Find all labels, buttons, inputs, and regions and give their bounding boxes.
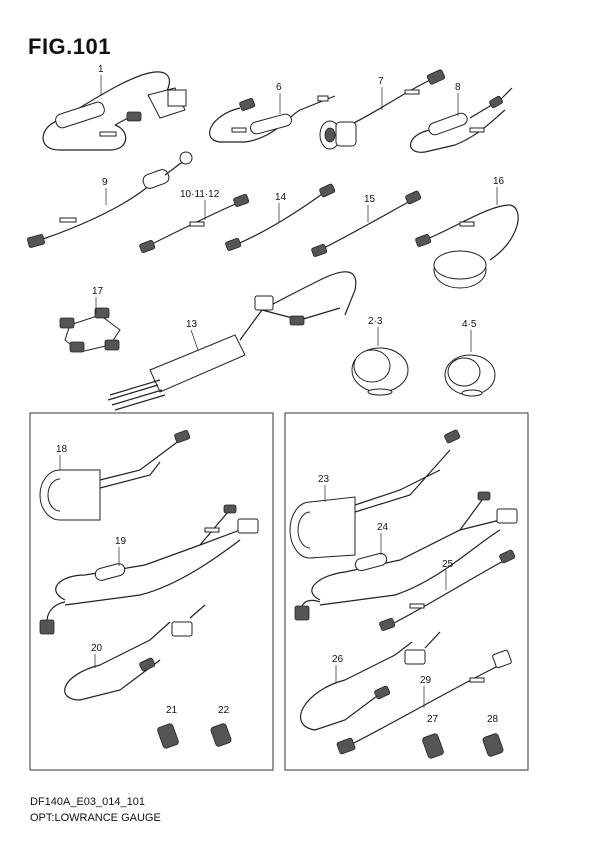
callout-23: 23 — [318, 474, 330, 485]
part-20-cable — [64, 604, 206, 701]
callout-24: 24 — [377, 522, 389, 533]
part-26-cable — [300, 631, 441, 731]
part-25-cable — [379, 549, 516, 631]
part-23-gauge — [289, 429, 461, 559]
part-16-gauge — [415, 204, 519, 289]
callout-19: 19 — [115, 536, 127, 547]
part-4-5-ring — [444, 354, 496, 397]
part-1-harness — [42, 71, 187, 151]
part-27-terminator — [422, 733, 444, 759]
part-6-cable — [209, 95, 336, 143]
part-29-cable — [336, 649, 512, 755]
part-14-cable — [225, 183, 336, 251]
callout-14: 14 — [275, 192, 287, 203]
callout-16: 16 — [493, 176, 505, 187]
diagram-code: DF140A_E03_014_101 — [30, 796, 145, 808]
callout-17: 17 — [92, 286, 104, 297]
callout-8: 8 — [455, 82, 461, 93]
part-9-cable — [27, 151, 193, 248]
right-group-frame — [284, 412, 529, 771]
part-22-terminator — [210, 723, 232, 747]
callout-22: 22 — [218, 705, 230, 716]
callout-18: 18 — [56, 444, 68, 455]
part-15-cable — [311, 190, 422, 257]
part-24-harness — [294, 491, 518, 621]
callout-27: 27 — [427, 714, 439, 725]
callout-9: 9 — [102, 177, 108, 188]
callout-29: 29 — [420, 675, 432, 686]
left-group-frame — [29, 412, 274, 771]
part-8-cable — [410, 87, 513, 153]
part-2-3-ring — [351, 347, 409, 396]
part-10-11-12-cable — [139, 194, 250, 253]
figure-title: FIG.101 — [28, 34, 111, 59]
part-13-interface-module — [107, 271, 357, 411]
callout-20: 20 — [91, 643, 103, 654]
callout-7: 7 — [378, 76, 384, 87]
callout-2-3: 2·3 — [368, 316, 383, 327]
callout-6: 6 — [276, 82, 282, 93]
callout-1: 1 — [98, 64, 104, 75]
callout-21: 21 — [166, 705, 178, 716]
part-7-sensor — [319, 69, 446, 150]
diagram-description: OPT:LOWRANCE GAUGE — [30, 812, 161, 824]
part-18-gauge — [39, 430, 191, 521]
callout-26: 26 — [332, 654, 344, 665]
callout-15: 15 — [364, 194, 376, 205]
part-28-terminator — [482, 733, 504, 757]
part-19-harness — [39, 504, 259, 635]
part-21-terminator — [157, 723, 179, 749]
part-17-tee-connector — [59, 307, 121, 353]
callout-4-5: 4·5 — [462, 319, 477, 330]
callout-28: 28 — [487, 714, 499, 725]
callout-13: 13 — [186, 319, 198, 330]
callout-10-11-12: 10·11·12 — [180, 189, 220, 200]
callout-25: 25 — [442, 559, 454, 570]
